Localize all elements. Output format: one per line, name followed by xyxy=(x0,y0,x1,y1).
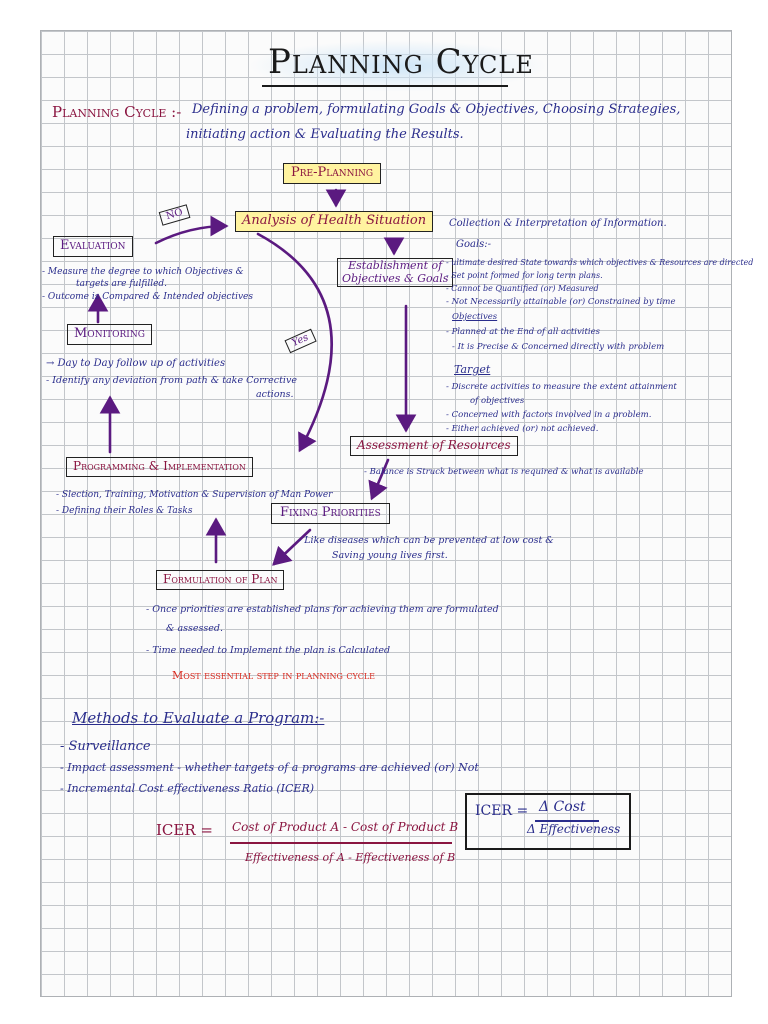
grid-paper xyxy=(40,30,732,997)
icer-box-numerator: Δ Cost xyxy=(539,799,586,815)
arrow-fixing-to-formulation xyxy=(272,528,312,566)
monitoring-notes: → Day to Day follow up of activities - I… xyxy=(46,354,297,402)
fixing-notes: - Like diseases which can be prevented a… xyxy=(298,533,554,563)
definition-line-2: initiating action & Evaluating the Resul… xyxy=(186,127,464,142)
icer-box: ICER = Δ Cost Δ Effectiveness xyxy=(465,793,631,850)
fixing-priorities-box: Fixing Priorities xyxy=(271,503,390,524)
formulation-note: & assessed. xyxy=(166,623,223,634)
programming-notes: - Slection, Training, Motivation & Super… xyxy=(56,487,332,519)
formulation-box: Formulation of Plan xyxy=(156,570,285,590)
goal-note: - Not Necessarily attainable (or) Constr… xyxy=(446,297,676,307)
evaluation-box: Evaluation xyxy=(53,236,133,257)
objective-note: - It is Precise & Concerned directly wit… xyxy=(452,342,665,352)
programming-box: Programming & Implementation xyxy=(66,457,253,477)
arrow-evaluation-to-analysis xyxy=(154,215,229,245)
target-note: - Either achieved (or) not achieved. xyxy=(446,424,599,434)
icer-box-fraction-bar xyxy=(535,820,599,822)
fixing-note: Saving young lives first. xyxy=(332,550,448,561)
programming-note: - Slection, Training, Motivation & Super… xyxy=(56,490,333,500)
arrow-yes-loop xyxy=(256,232,333,453)
methods-heading: Methods to Evaluate a Program:- xyxy=(72,709,325,727)
target-note: of objectives xyxy=(470,396,525,406)
objectives-heading: Objectives xyxy=(452,312,498,322)
methods-list: - Surveillance - Impact assessment - whe… xyxy=(60,736,479,799)
most-essential-note: Most essential step in planning cycle xyxy=(172,669,375,682)
arrow-assessment-to-fixing xyxy=(368,458,390,501)
page-title: Planning Cycle xyxy=(268,42,534,82)
formula-fraction-bar xyxy=(230,842,452,844)
formula-lhs: ICER = xyxy=(156,821,213,839)
goal-note: - ultimate desired State towards which o… xyxy=(446,258,754,267)
goal-note: - Cannot be Quantified (or) Measured xyxy=(446,284,599,293)
formulation-notes: - Once priorities are established plans … xyxy=(146,600,499,664)
establishment-line-2: Objectives & Goals xyxy=(342,271,449,285)
monitoring-box: Monitoring xyxy=(67,324,152,345)
title-highlight xyxy=(248,40,548,92)
goals-heading: Goals:- xyxy=(456,239,492,250)
target-note: - Concerned with factors involved in a p… xyxy=(446,410,652,420)
establishment-box: Establishment of Objectives & Goals xyxy=(337,258,454,288)
evaluation-note: targets are fulfilled. xyxy=(76,279,168,289)
fixing-note: - Like diseases which can be prevented a… xyxy=(298,535,554,546)
icer-box-denominator: Δ Effectiveness xyxy=(527,822,621,836)
target-note: - Discrete activities to measure the ext… xyxy=(446,382,677,392)
formulation-note: - Time needed to Implement the plan is C… xyxy=(146,645,391,656)
title-underline xyxy=(262,85,508,87)
objective-note: - Planned at the End of all activities xyxy=(446,327,601,337)
target-heading: Target xyxy=(454,363,491,376)
method-item: - Incremental Cost effectiveness Ratio (… xyxy=(60,782,315,795)
formula-numerator: Cost of Product A - Cost of Product B xyxy=(232,820,459,834)
assessment-note: - Balance is Struck between what is requ… xyxy=(364,467,644,477)
method-item: - Impact assessment - whether targets of… xyxy=(60,761,479,774)
icer-box-lhs: ICER = xyxy=(475,803,529,819)
evaluation-note: - Outcome is Compared & Intended objecti… xyxy=(42,292,253,302)
monitoring-note: → Day to Day follow up of activities xyxy=(46,358,226,369)
monitoring-note: - Identify any deviation from path & tak… xyxy=(46,375,297,386)
establishment-line-1: Establishment of xyxy=(348,259,443,272)
evaluation-note: - Measure the degree to which Objectives… xyxy=(42,267,244,277)
evaluation-notes: - Measure the degree to which Objectives… xyxy=(42,266,253,304)
programming-note: - Defining their Roles & Tasks xyxy=(56,506,193,516)
definition-label: Planning Cycle :- xyxy=(52,103,182,121)
formulation-note: - Once priorities are established plans … xyxy=(146,604,499,615)
target-notes: - Discrete activities to measure the ext… xyxy=(446,380,677,436)
pre-planning-box: Pre-Planning xyxy=(283,163,382,184)
goals-notes: - ultimate desired State towards which o… xyxy=(446,256,753,355)
formula-denominator: Effectiveness of A - Effectiveness of B xyxy=(245,851,456,864)
monitoring-note: actions. xyxy=(256,389,294,400)
definition-line-1: Defining a problem, formulating Goals & … xyxy=(192,102,681,117)
collection-note: Collection & Interpretation of Informati… xyxy=(449,218,667,229)
method-item: - Surveillance xyxy=(60,739,151,754)
goal-note: - Set point formed for long term plans. xyxy=(446,271,603,280)
assessment-box: Assessment of Resources xyxy=(350,436,518,456)
analysis-box: Analysis of Health Situation xyxy=(235,211,434,232)
